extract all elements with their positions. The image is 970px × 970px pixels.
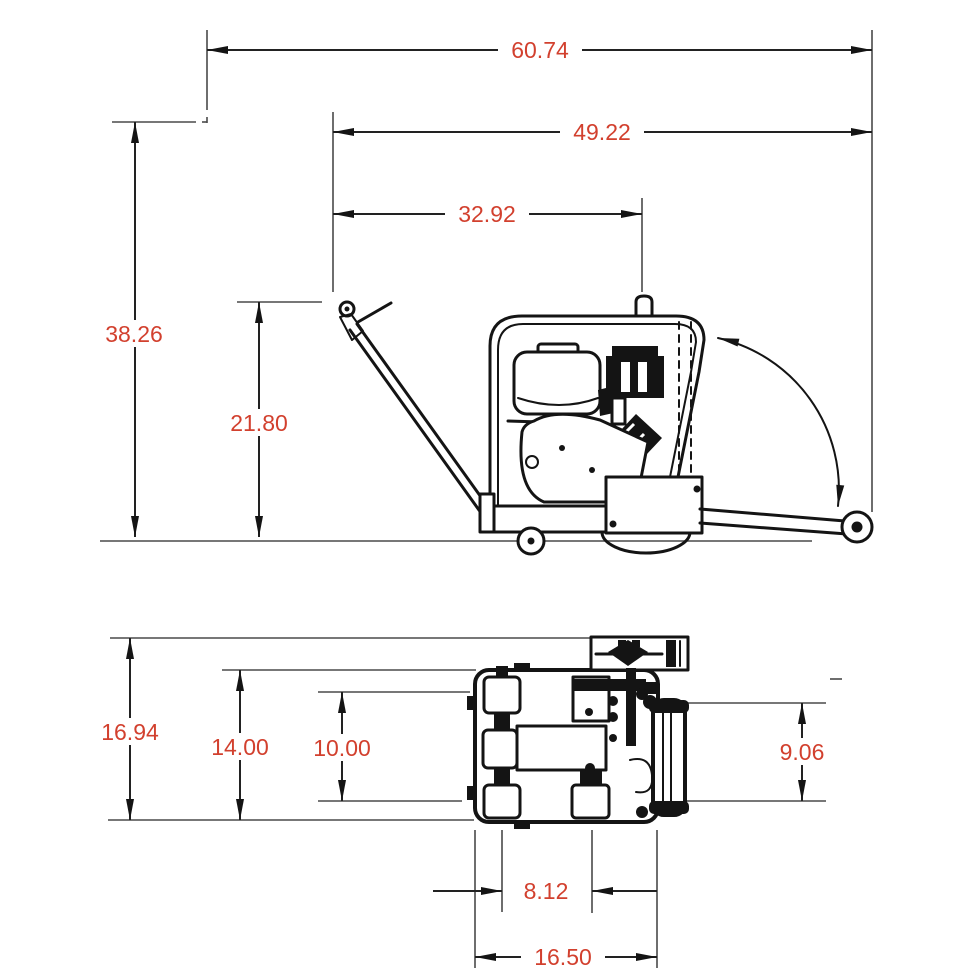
pointer-arm-top <box>698 507 847 523</box>
engine-bolt-1 <box>559 445 565 451</box>
throttle-lever <box>356 301 393 324</box>
label-handle-to-blade: 32.92 <box>458 201 516 227</box>
plan-bolt-1 <box>608 696 618 706</box>
dimension-labels: 60.74 49.22 32.92 38.26 21.80 16.94 14.0… <box>88 36 836 970</box>
roller-bearing-bottom <box>636 806 648 818</box>
intake-tube <box>610 396 627 426</box>
air-filter-bracket <box>612 346 658 358</box>
plan-bolt-3 <box>585 708 593 716</box>
pointer-swing-arc <box>717 337 845 507</box>
plan-arbor-bolt-1 <box>618 640 626 647</box>
plan-top-tab <box>514 663 530 672</box>
side-view-machine <box>338 294 874 556</box>
label-bg-handle-to-blade <box>445 200 529 227</box>
plan-bolt-4 <box>609 734 617 742</box>
label-wheel-track: 10.00 <box>313 735 371 761</box>
front-wheel-hub <box>527 537 535 545</box>
guard-bolt-1 <box>609 520 617 528</box>
label-bg-overall-base-width <box>521 943 605 970</box>
plan-engine-block <box>515 724 608 772</box>
blade-guard-box <box>604 475 704 535</box>
plan-bolt-5 <box>585 763 595 773</box>
label-frame-width: 14.00 <box>211 734 269 760</box>
plan-left-tab-1 <box>467 696 477 710</box>
fuel-tank-seam <box>517 397 599 406</box>
label-bg-wheel-track <box>300 734 384 761</box>
label-overall-length: 60.74 <box>511 37 569 63</box>
plan-wheel-mount <box>580 770 602 785</box>
front-guide-bracket <box>478 492 496 534</box>
guard-bolt-2 <box>693 485 701 493</box>
label-roller-width: 9.06 <box>780 739 825 765</box>
plan-blade-shaft <box>626 668 636 746</box>
label-bg-handle-to-guide <box>560 118 644 145</box>
saw-blade-arc <box>600 530 692 555</box>
label-bg-roller-width <box>768 738 836 765</box>
pointer-arm-bottom <box>698 521 849 536</box>
plan-roller <box>651 698 687 817</box>
air-filter-slot-2 <box>638 362 647 392</box>
handle-grip-bolt <box>344 306 350 312</box>
label-bg-overall-length <box>498 36 582 63</box>
plan-rear-wheel <box>570 783 611 820</box>
recoil-handle <box>525 455 539 469</box>
axle-stub-top <box>496 666 508 678</box>
label-overall-width: 16.94 <box>101 719 159 745</box>
plan-guard-endcap <box>666 640 676 667</box>
air-filter-slot-1 <box>621 362 630 392</box>
plan-left-tab-2 <box>467 786 477 800</box>
plan-view-machine <box>467 635 690 829</box>
axle-coupler-1 <box>494 713 510 730</box>
plan-wheel-middle <box>481 728 519 770</box>
label-bg-wheel-spacing <box>512 877 580 904</box>
label-bg-grip-height <box>217 409 301 436</box>
plan-bolt-2 <box>608 712 618 722</box>
plan-bottom-tab <box>514 820 530 829</box>
label-handle-to-guide: 49.22 <box>573 119 631 145</box>
plan-arbor-bolt-2 <box>632 640 640 647</box>
label-grip-height: 21.80 <box>230 410 288 436</box>
roller-bearing-top <box>636 688 648 700</box>
handle-tube-upper <box>355 322 498 520</box>
label-bg-frame-width <box>198 733 282 760</box>
engine-bolt-2 <box>589 467 595 473</box>
handle-tube-lower <box>348 328 491 526</box>
frame-inner <box>497 323 697 533</box>
plan-roller-cap-bottom <box>649 801 689 814</box>
label-wheel-spacing: 8.12 <box>524 878 569 904</box>
lifting-hook <box>634 294 654 318</box>
axle-coupler-2 <box>494 768 510 785</box>
label-bg-handle-height <box>92 320 176 347</box>
plan-wheel-bottom <box>482 783 522 820</box>
air-filter <box>606 356 664 398</box>
guide-wheel-hub <box>851 521 863 533</box>
plan-roller-cap-top <box>649 700 689 713</box>
label-handle-height: 38.26 <box>105 321 163 347</box>
label-bg-overall-width <box>88 718 172 745</box>
plan-wheel-top <box>482 675 522 715</box>
frame-outer <box>488 314 706 534</box>
label-overall-base-width: 16.50 <box>534 944 592 970</box>
